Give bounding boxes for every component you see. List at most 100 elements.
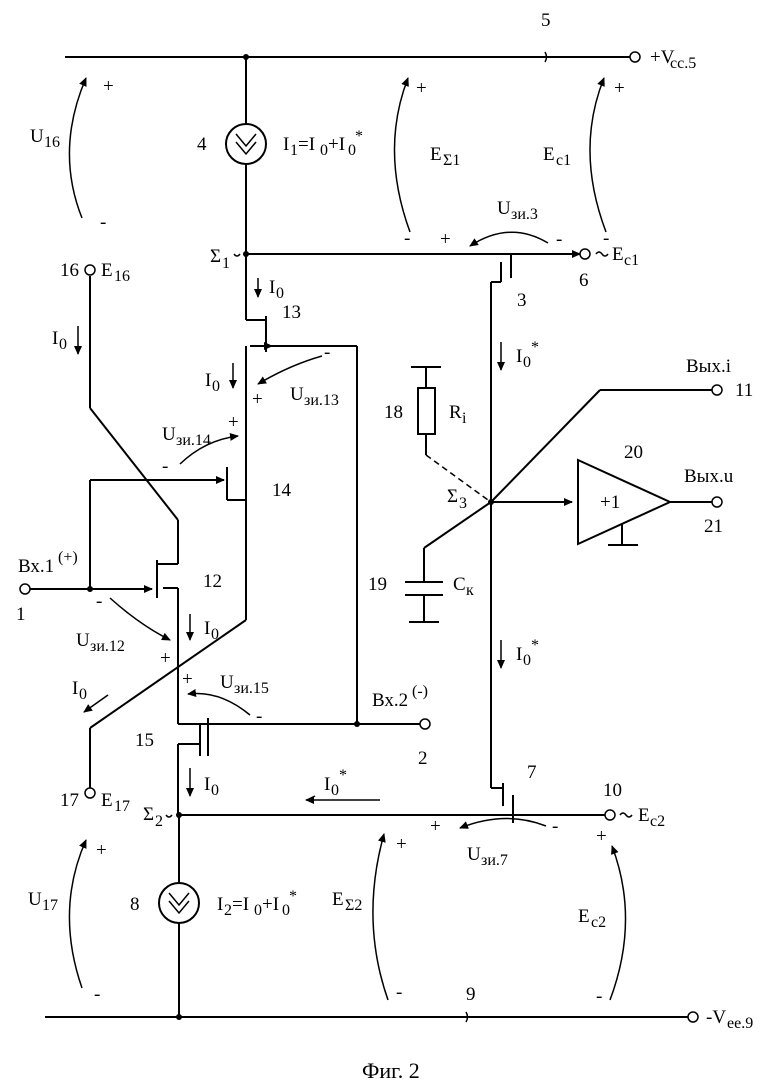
svg-text:Вх.2: Вх.2 (372, 690, 408, 711)
voltage-esum1: + - E Σ1 (394, 78, 460, 249)
svg-text:+: + (252, 389, 263, 410)
svg-text:12: 12 (203, 571, 222, 592)
svg-text:4: 4 (197, 134, 207, 155)
svg-text:U: U (76, 630, 90, 651)
svg-text:c1: c1 (556, 152, 571, 169)
svg-text:E: E (543, 144, 555, 165)
svg-text:Σ2: Σ2 (345, 897, 362, 914)
node-sigma3: Σ 3 (424, 390, 712, 582)
svg-text:I: I (204, 774, 210, 795)
svg-text:*: * (531, 339, 539, 356)
vcc-terminal[interactable] (630, 52, 640, 62)
svg-text:c1: c1 (624, 252, 639, 269)
vcc-label-sub: cc.5 (670, 55, 696, 72)
ec2-terminal[interactable] (605, 810, 615, 820)
svg-text:I: I (52, 328, 58, 349)
svg-text:0: 0 (523, 354, 531, 371)
voltage-uzi3: - + U зи.3 (440, 198, 562, 250)
svg-text:-: - (552, 816, 558, 837)
svg-text:(+): (+) (58, 549, 78, 566)
svg-text:c2: c2 (650, 813, 665, 830)
svg-text:20: 20 (624, 442, 643, 463)
svg-text:15: 15 (135, 730, 154, 751)
svg-text:E: E (101, 260, 113, 281)
svg-text:0: 0 (523, 652, 531, 669)
voltage-u17: + - U 17 (28, 840, 107, 1005)
svg-text:0: 0 (212, 378, 220, 395)
vcc-rail: +V cc.5 5 (65, 10, 696, 72)
svg-text:Σ: Σ (447, 486, 458, 507)
vee-terminal[interactable] (688, 1012, 698, 1022)
svg-text:Σ: Σ (143, 804, 154, 825)
terminal-e16: 16 E 16 (60, 260, 130, 285)
svg-text:-: - (603, 228, 609, 249)
svg-text:-: - (100, 212, 106, 233)
svg-text:U: U (162, 424, 176, 445)
svg-text:к: к (466, 582, 474, 599)
svg-text:+: + (430, 816, 441, 837)
svg-text:2: 2 (224, 902, 232, 919)
svg-text:+: + (103, 76, 114, 97)
svg-text:=I: =I (298, 134, 315, 155)
svg-text:U: U (220, 672, 234, 693)
figure-caption: Фиг. 2 (362, 1058, 420, 1083)
svg-text:1: 1 (290, 142, 298, 159)
svg-text:i: i (462, 410, 467, 427)
svg-text:Вых.i: Вых.i (686, 356, 731, 377)
voltage-uzi13: - + U зи.13 (252, 342, 339, 410)
svg-text:E: E (612, 244, 624, 265)
in2-terminal[interactable] (420, 719, 430, 729)
terminal-out-i: Вых.i 11 (686, 356, 753, 401)
svg-text:R: R (449, 402, 462, 423)
node-sigma2: Σ 2 (143, 804, 605, 830)
voltage-uzi12: - + U зи.12 (76, 591, 171, 669)
svg-text:E: E (578, 906, 590, 927)
svg-text:7: 7 (527, 762, 537, 783)
svg-text:1: 1 (222, 255, 230, 272)
terminal-e17: 17 E 17 (60, 788, 130, 815)
svg-text:0: 0 (254, 902, 262, 919)
svg-text:I: I (516, 346, 522, 367)
svg-text:+1: +1 (600, 492, 620, 513)
svg-text:c2: c2 (591, 914, 606, 931)
transistor-15: 15 (90, 620, 420, 815)
svg-text:0: 0 (276, 285, 284, 302)
svg-text:+: + (182, 669, 193, 690)
ec1-terminal[interactable] (580, 249, 590, 259)
svg-text:U: U (28, 889, 42, 910)
svg-text:*: * (339, 767, 347, 784)
out-u-terminal[interactable] (712, 497, 722, 507)
svg-text:16: 16 (44, 134, 60, 151)
svg-text:+: + (440, 229, 451, 250)
node-sigma1: Σ 1 (210, 246, 580, 272)
svg-text:-: - (556, 229, 562, 250)
svg-text:11: 11 (735, 380, 753, 401)
svg-text:зи.13: зи.13 (304, 392, 339, 409)
svg-text:19: 19 (368, 574, 387, 595)
terminal-in1: Вх.1 (+) 1 (16, 549, 78, 625)
vee-rail-number: 9 (466, 984, 476, 1005)
svg-text:зи.15: зи.15 (234, 680, 269, 697)
svg-text:E: E (430, 144, 442, 165)
e16-terminal[interactable] (85, 265, 95, 275)
svg-text:(-): (-) (412, 683, 428, 700)
e17-terminal[interactable] (85, 788, 95, 798)
svg-text:U: U (467, 844, 481, 865)
vee-label: -V (706, 1007, 726, 1028)
svg-text:0: 0 (320, 142, 328, 159)
out-i-terminal[interactable] (712, 385, 722, 395)
in1-terminal[interactable] (20, 584, 30, 594)
svg-text:I: I (269, 277, 275, 298)
svg-text:1: 1 (16, 604, 26, 625)
voltage-u16: + - U 16 (30, 76, 114, 233)
svg-text:3: 3 (459, 495, 467, 512)
svg-text:I: I (324, 774, 330, 795)
svg-text:8: 8 (130, 894, 140, 915)
voltage-uzi7: - + U зи.7 (430, 816, 558, 869)
svg-text:0: 0 (211, 782, 219, 799)
svg-text:C: C (453, 574, 466, 595)
svg-text:Σ1: Σ1 (443, 152, 460, 169)
svg-text:-: - (96, 591, 102, 612)
current-source-8: 8 I 2 =I 0 +I 0 * (130, 815, 297, 1017)
